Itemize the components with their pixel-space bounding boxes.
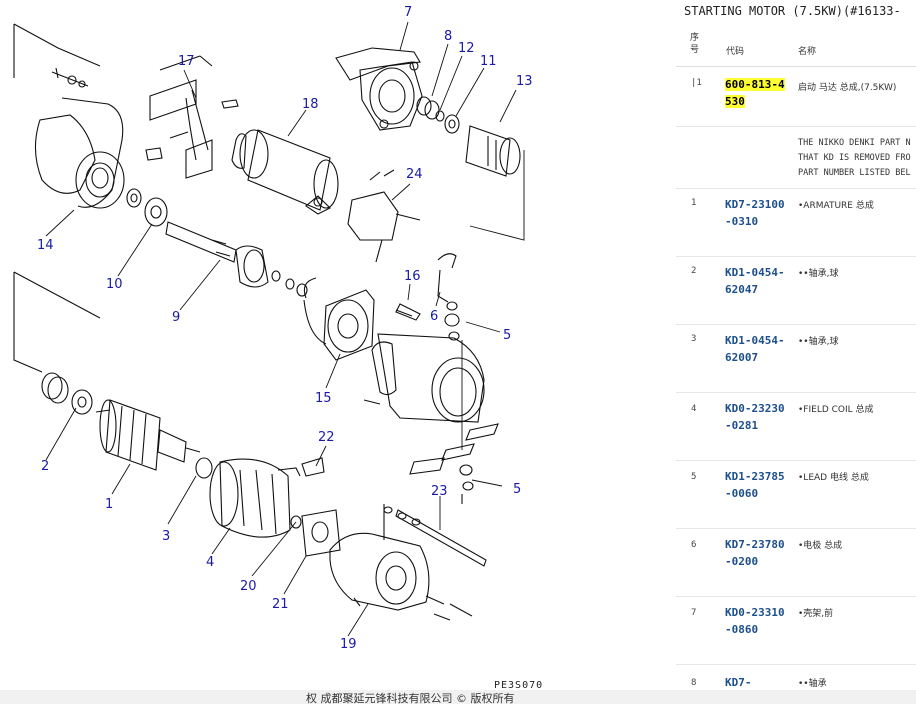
callout-3: 3 [162,529,170,544]
part-note: THE NIKKO DENKI PART N THAT KD IS REMOVE… [798,138,911,178]
table-row[interactable]: 3 KD1-0454-62007 ••轴承,球 [676,324,916,393]
front-bracket-part [335,47,423,131]
drive-housing-part [34,67,142,209]
callout-2: 2 [41,459,49,474]
callout-20: 20 [240,579,257,594]
callout-15: 15 [315,391,332,406]
header-code: 代码 [726,47,745,57]
table-row[interactable]: 8 KD7- ••轴承 [676,664,916,690]
callout-18: 18 [302,97,319,112]
callout-16: 16 [404,269,421,284]
brush-holder-part [347,169,421,263]
frame-line [13,271,101,373]
callout-11: 11 [480,54,497,69]
table-row[interactable]: 6 KD7-23780-0200 •电极 总成 [676,528,916,597]
callout-12: 12 [458,41,475,56]
row-no: 7 [691,608,697,618]
frame-line [13,23,101,78]
callout-13: 13 [516,74,533,89]
through-bolt-part [395,509,487,567]
callout-21: 21 [272,597,289,612]
copyright-footer: 权 成都聚延元锋科技有限公司 © 版权所有 [0,690,916,705]
table-row[interactable]: |1 600-813-4530 启动 马达 总成,(7.5KW) [676,66,916,127]
part-code-link[interactable]: KD1-23785-0060 [725,470,785,500]
row-no: 4 [691,404,697,414]
table-row[interactable]: 5 KD1-23785-0060 •LEAD 电线 总成 [676,460,916,529]
diagram-code: PE3S070 [494,680,543,690]
header-name: 名称 [798,47,817,57]
callout-10: 10 [106,277,123,292]
part-name: •壳架,前 [798,609,834,619]
copyright-text: 权 成都聚延元锋科技有限公司 © 版权所有 [306,692,515,705]
row-no: 6 [691,540,697,550]
parts-table-header: 序号 代码 名称 [676,26,916,67]
field-coil-part [209,458,291,538]
part-name: •FIELD COIL 总成 [798,405,874,415]
part-name: •电极 总成 [798,541,843,551]
callout-19: 19 [340,637,357,652]
center-bracket-part [303,277,413,361]
rear-bracket-part [329,504,473,621]
callout-9: 9 [172,310,180,325]
part-code-link[interactable]: KD7-23100-0310 [725,198,785,228]
callout-24: 24 [406,167,423,182]
callout-5b: 5 [513,482,521,497]
callout-23: 23 [431,484,448,499]
solenoid-part [231,129,339,215]
callout-14: 14 [37,238,54,253]
part-code-link[interactable]: KD1-0454-62047 [725,266,785,296]
part-name: ••轴承,球 [798,337,839,347]
callout-5a: 5 [503,328,511,343]
part-name: •LEAD 电线 总成 [798,473,869,483]
pinion-shaft-part [165,221,308,297]
callout-6: 6 [430,309,438,324]
yoke-part [363,333,485,423]
callout-8: 8 [444,29,452,44]
row-no: 3 [691,334,697,344]
table-row-note: THE NIKKO DENKI PART N THAT KD IS REMOVE… [676,126,916,189]
armature-part [95,399,201,471]
exploded-parts-diagram: 7 8 12 11 13 17 18 24 14 10 9 16 6 5 15 … [13,5,543,690]
callout-17: 17 [178,54,195,69]
part-code-link[interactable]: 600-813-4530 [725,76,785,110]
bolt-part [395,303,421,321]
callout-1: 1 [105,497,113,512]
bearing-part [144,197,168,227]
small-bearing-part [195,457,213,479]
row-no: 1 [691,198,697,208]
lead-wire-parts [409,423,499,504]
header-seq-no: 序号 [690,33,700,55]
row-no: |1 [691,78,702,88]
callout-22: 22 [318,430,335,445]
table-row[interactable]: 4 KD0-23230-0281 •FIELD COIL 总成 [676,392,916,461]
brush-parts [277,457,341,557]
part-name: ••轴承 [798,679,827,689]
row-no: 2 [691,266,697,276]
part-code-link[interactable]: KD0-23310-0860 [725,606,785,636]
shift-lever-part [145,55,239,179]
part-name: 启动 马达 总成,(7.5KW) [798,83,897,93]
row-no: 5 [691,472,697,482]
ball-bearing-part [41,372,93,415]
parts-list-panel: STARTING MOTOR (7.5KW)(#16133- 序号 代码 名称 … [676,0,916,690]
terminal-part [437,253,460,341]
callout-7: 7 [404,5,412,20]
callout-4: 4 [206,555,214,570]
part-name: •ARMATURE 总成 [798,201,874,211]
part-code-link[interactable]: KD1-0454-62007 [725,334,785,364]
table-row[interactable]: 7 KD0-23310-0860 •壳架,前 [676,596,916,665]
part-code-link[interactable]: KD0-23230-0281 [725,402,785,432]
bushing-set [416,96,521,177]
panel-title: STARTING MOTOR (7.5KW)(#16133- [684,4,901,18]
row-no: 8 [691,678,697,688]
part-code-link[interactable]: KD7- [725,676,752,689]
part-code: 600-813-4530 [725,78,785,108]
part-code-link[interactable]: KD7-23780-0200 [725,538,785,568]
part-name: ••轴承,球 [798,269,839,279]
table-row[interactable]: 2 KD1-0454-62047 ••轴承,球 [676,256,916,325]
table-row[interactable]: 1 KD7-23100-0310 •ARMATURE 总成 [676,188,916,257]
